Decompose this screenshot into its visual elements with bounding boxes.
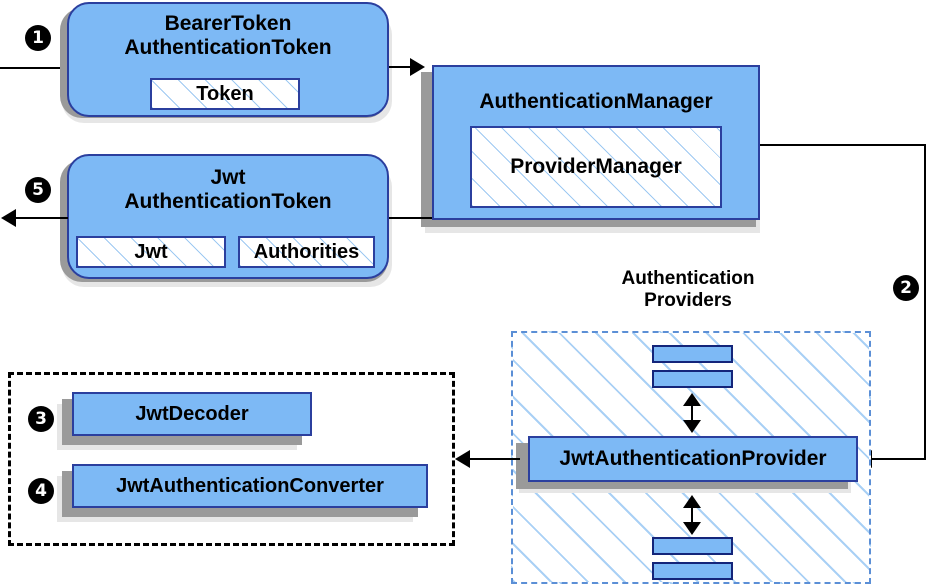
connector-response-out (16, 217, 68, 219)
provider-bar-bottom-2[interactable] (652, 562, 733, 580)
connector-provider-to-support (470, 458, 520, 460)
step-badge-1-label: 1 (32, 28, 44, 48)
inner-box-authorities-label: Authorities (253, 240, 360, 263)
step-badge-3-label: 3 (35, 409, 47, 429)
bearer-token-title-line1: BearerToken (164, 12, 292, 35)
inner-box-authorities: Authorities (238, 236, 375, 268)
inner-box-jwt: Jwt (76, 236, 226, 268)
arrow-response-out (1, 209, 16, 227)
connector-token-to-manager (389, 66, 423, 68)
jwt-converter-label: JwtAuthenticationConverter (116, 474, 384, 497)
arrow-provider-to-support (455, 450, 470, 468)
connector-request-in (0, 67, 68, 69)
step-badge-5: 5 (25, 177, 51, 203)
authentication-manager-title: AuthenticationManager (479, 90, 713, 113)
step-badge-4-label: 4 (35, 481, 47, 501)
connector-provider-link-bottom (691, 502, 693, 526)
arrow-provider-link-bottom-down (683, 522, 701, 535)
providers-zone-label: Authentication Providers (578, 268, 798, 313)
arrow-provider-link-top-up (683, 393, 701, 406)
provider-bar-top-1[interactable] (652, 345, 733, 363)
arrow-token-to-manager (410, 58, 425, 76)
inner-box-provider-manager-label: ProviderManager (510, 155, 682, 178)
jwt-token-title-line1: Jwt (210, 166, 246, 189)
node-jwt-authentication-converter[interactable]: JwtAuthenticationConverter (72, 464, 428, 508)
step-badge-4: 4 (28, 478, 54, 504)
provider-bar-top-2[interactable] (652, 370, 733, 388)
connector-manager-to-jwt-token (389, 217, 432, 219)
bearer-token-title-line2: AuthenticationToken (124, 36, 332, 60)
node-jwt-authentication-provider[interactable]: JwtAuthenticationProvider (528, 436, 858, 482)
inner-box-jwt-label: Jwt (134, 240, 168, 263)
jwt-provider-label: JwtAuthenticationProvider (559, 446, 827, 470)
step-badge-1: 1 (25, 25, 51, 51)
inner-box-provider-manager: ProviderManager (470, 126, 722, 208)
step-badge-5-label: 5 (32, 180, 44, 200)
connector-rail-to-provider (872, 458, 926, 460)
arrow-provider-link-top-down (683, 420, 701, 433)
step-badge-2: 2 (893, 275, 919, 301)
step-badge-2-label: 2 (900, 278, 912, 298)
node-jwt-decoder[interactable]: JwtDecoder (72, 392, 312, 436)
connector-provider-link-top (691, 400, 693, 424)
connector-right-rail (924, 144, 926, 460)
arrow-provider-link-bottom-up (683, 495, 701, 508)
providers-zone-label-line2: Providers (644, 290, 732, 312)
providers-zone-label-line1: Authentication (621, 268, 755, 289)
provider-bar-bottom-1[interactable] (652, 537, 733, 555)
inner-box-token: Token (150, 78, 300, 110)
inner-box-token-label: Token (196, 82, 254, 105)
step-badge-3: 3 (28, 406, 54, 432)
jwt-token-title-line2: AuthenticationToken (124, 190, 332, 214)
jwt-decoder-label: JwtDecoder (135, 402, 249, 425)
connector-manager-right (760, 144, 926, 146)
